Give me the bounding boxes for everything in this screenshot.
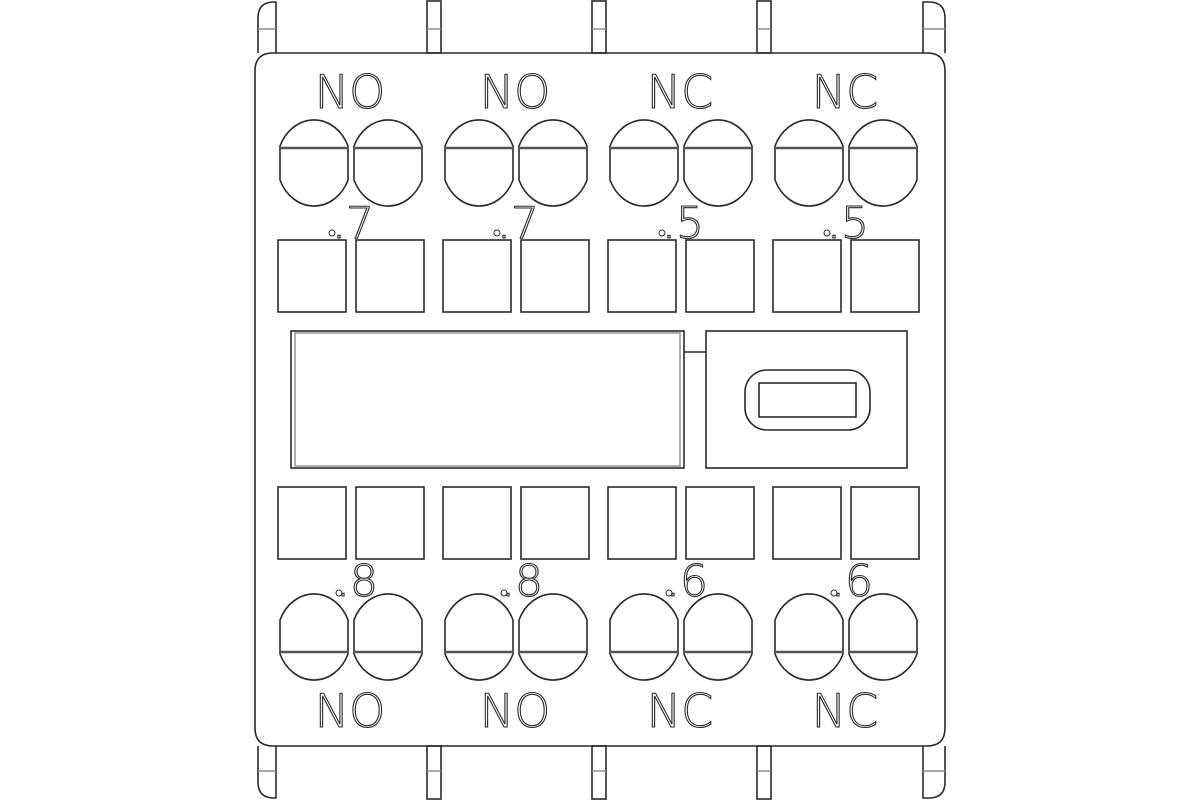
top-contact-row: NO .7 NO .7 NC .5	[277, 64, 920, 313]
terminal-number: .5	[827, 198, 869, 249]
label-window-outer	[290, 330, 685, 469]
contact-type-label: NC	[812, 684, 879, 738]
terminal-number: .8	[501, 556, 543, 607]
top-group-2: NO .7	[442, 64, 590, 313]
indicator-slot-outer	[744, 369, 871, 431]
contact-type-label: NO	[480, 684, 551, 738]
top-group-4: NC .5	[772, 64, 920, 313]
terminal-number: .5	[662, 198, 704, 249]
label-window-inner	[294, 332, 681, 467]
terminal-number: .8	[336, 556, 378, 607]
indicator-slot-inner	[758, 382, 857, 418]
terminal-number: .7	[332, 198, 374, 249]
bottom-group-2: NO .8	[442, 486, 590, 739]
wire-entry	[355, 239, 425, 313]
center-module	[290, 330, 908, 469]
wire-entry	[277, 239, 347, 313]
terminal-number: .6	[831, 556, 873, 607]
top-mounting-tabs	[257, 0, 946, 54]
screw-terminal	[279, 119, 349, 207]
bottom-group-1: NO .8	[277, 486, 425, 739]
contact-type-label: NO	[315, 65, 386, 119]
indicator-panel	[705, 330, 908, 469]
bottom-group-4: NC .6	[772, 486, 920, 739]
bottom-mounting-tabs	[257, 745, 946, 800]
bottom-contact-row: NO .8 NO .8 NC .6	[277, 486, 920, 739]
terminal-number: .6	[666, 556, 708, 607]
contact-type-label: NC	[647, 684, 714, 738]
bottom-group-3: NC .6	[607, 486, 755, 739]
contact-type-label: NC	[812, 65, 879, 119]
contact-type-label: NO	[480, 65, 551, 119]
top-group-1: NO .7	[277, 64, 425, 313]
block-body-outline	[254, 52, 946, 747]
contact-type-label: NO	[315, 684, 386, 738]
screw-terminal	[353, 119, 423, 207]
terminal-number: .7	[497, 198, 539, 249]
contact-type-label: NC	[647, 65, 714, 119]
top-group-3: NC .5	[607, 64, 755, 313]
